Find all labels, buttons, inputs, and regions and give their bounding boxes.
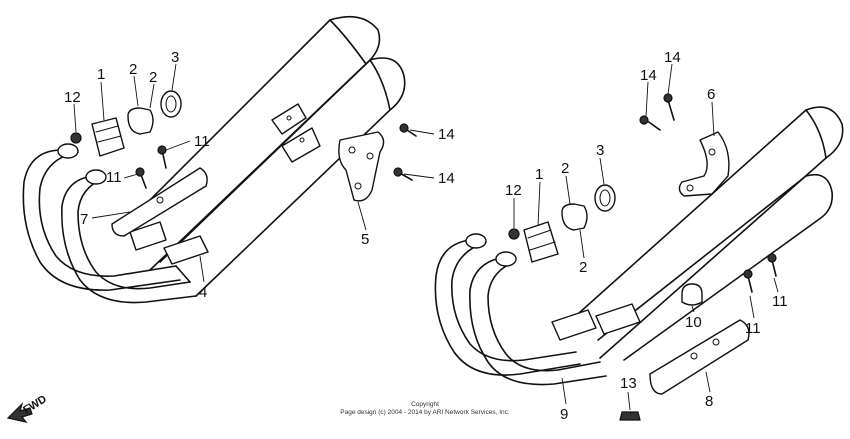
right-heat-protector bbox=[649, 319, 750, 395]
forward-label: FWD bbox=[21, 393, 49, 416]
callout-11-left-a: 11 bbox=[194, 133, 210, 150]
left-muffler-brackets bbox=[271, 103, 321, 163]
forward-arrow-icon bbox=[6, 401, 33, 423]
right-cap bbox=[681, 283, 703, 306]
right-joint-collar bbox=[523, 221, 559, 263]
right-muffler-lower bbox=[597, 173, 834, 361]
right-pipe-clamps bbox=[551, 303, 641, 341]
left-muffler-lower bbox=[149, 57, 406, 297]
left-heat-protector bbox=[111, 167, 208, 237]
right-nut-13 bbox=[619, 411, 641, 421]
callout-3-left: 3 bbox=[171, 49, 179, 66]
callout-labels: 1 2 2 3 12 11 11 7 4 5 14 14 14 14 6 3 2… bbox=[64, 49, 788, 423]
left-joint-collar bbox=[91, 117, 125, 157]
callout-4-left: 4 bbox=[199, 284, 207, 301]
callout-7-left: 7 bbox=[80, 211, 88, 228]
callout-6-right: 6 bbox=[707, 86, 715, 103]
right-bolts bbox=[743, 253, 777, 293]
callout-12-right: 12 bbox=[505, 182, 522, 199]
leader-lines bbox=[73, 63, 779, 411]
callout-8-right: 8 bbox=[705, 393, 713, 410]
left-pipe-clamp bbox=[129, 221, 209, 265]
left-mount-bolts bbox=[393, 123, 417, 181]
left-mount-bracket bbox=[338, 131, 385, 202]
forward-direction-indicator: FWD bbox=[6, 393, 49, 423]
callout-14-left-b: 14 bbox=[438, 170, 455, 187]
right-exhaust-pipes bbox=[434, 233, 607, 386]
callout-14-right-b: 14 bbox=[640, 67, 657, 84]
right-muffler-upper bbox=[559, 106, 844, 359]
callout-11-right-a: 11 bbox=[745, 320, 761, 337]
left-exhaust-pipes bbox=[22, 143, 197, 304]
left-washer bbox=[160, 90, 182, 118]
left-gaskets bbox=[127, 107, 154, 135]
callout-13-right: 13 bbox=[620, 375, 637, 392]
callout-3-right: 3 bbox=[596, 142, 604, 159]
copyright-line-1: Copyright bbox=[411, 401, 439, 408]
callout-2-right-b: 2 bbox=[579, 259, 587, 276]
copyright-line-2: Page design (c) 2004 - 2014 by ARI Netwo… bbox=[340, 409, 510, 416]
right-exhaust-assembly bbox=[434, 93, 844, 421]
left-bolts bbox=[135, 145, 167, 189]
callout-10-right: 10 bbox=[685, 314, 702, 331]
left-exhaust-assembly bbox=[22, 15, 417, 304]
callout-1-left: 1 bbox=[97, 66, 105, 83]
callout-2-left-a: 2 bbox=[129, 61, 137, 78]
callout-5-left: 5 bbox=[361, 231, 369, 248]
left-muffler-upper bbox=[117, 15, 381, 263]
callout-9-right: 9 bbox=[560, 406, 568, 423]
right-washer bbox=[594, 184, 616, 212]
right-gaskets bbox=[561, 203, 588, 231]
callout-2-left-b: 2 bbox=[149, 69, 157, 86]
callout-11-left-b: 11 bbox=[106, 169, 122, 186]
callout-12-left: 12 bbox=[64, 89, 81, 106]
callout-11-right-b: 11 bbox=[772, 293, 788, 310]
callout-14-left-a: 14 bbox=[438, 126, 455, 143]
left-nut bbox=[70, 132, 82, 144]
right-mount-bolts bbox=[639, 93, 675, 131]
callout-1-right: 1 bbox=[535, 166, 543, 183]
copyright-notice: Copyright Page design (c) 2004 - 2014 by… bbox=[340, 401, 510, 416]
callout-14-right-a: 14 bbox=[664, 49, 681, 66]
right-mount-bracket bbox=[678, 131, 730, 197]
callout-2-right-a: 2 bbox=[561, 160, 569, 177]
right-nut bbox=[508, 228, 520, 240]
